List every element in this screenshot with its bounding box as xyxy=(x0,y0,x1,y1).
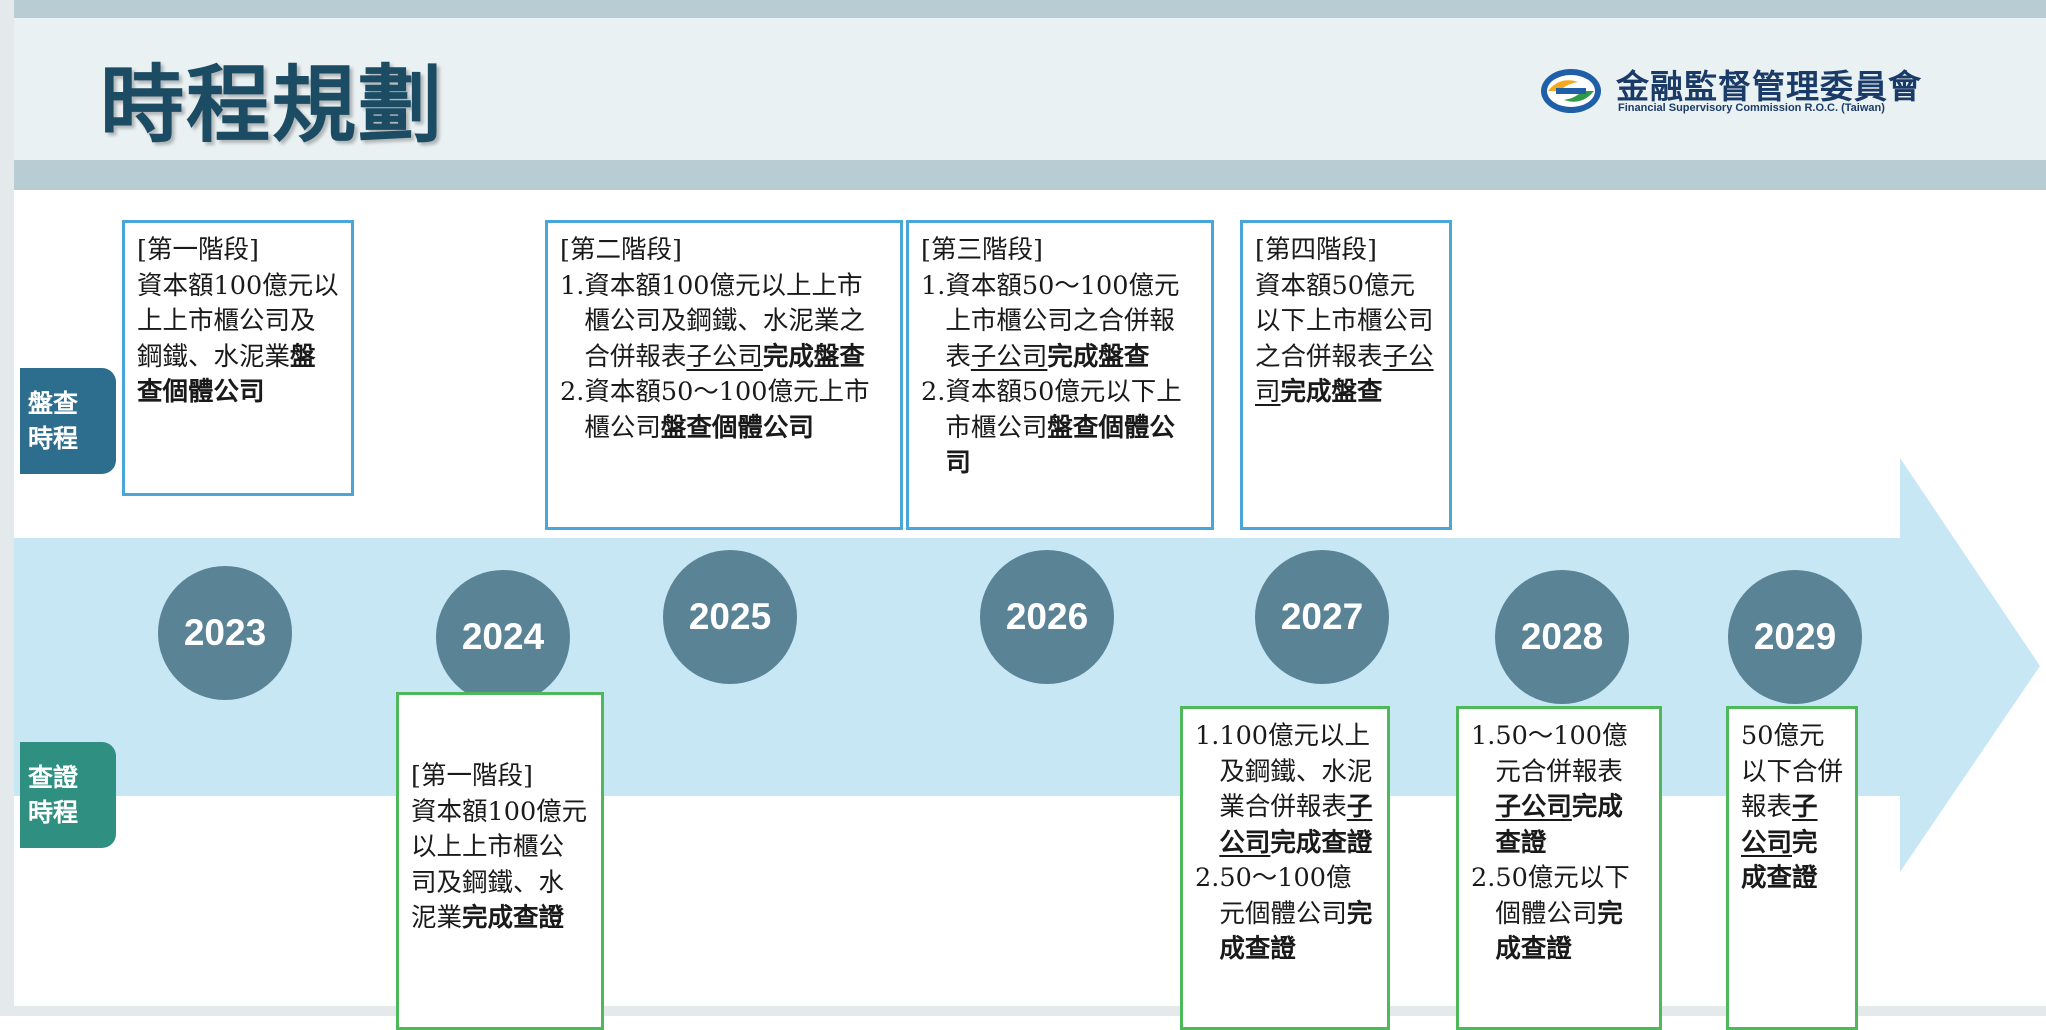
verification-schedule-tab: 查證時程 xyxy=(20,742,116,848)
item-number: 1. xyxy=(1195,721,1220,751)
stage-item: 2. 資本額50～100億元上市櫃公司盤查個體公司 xyxy=(560,375,888,446)
stage-item: 1. 資本額100億元以上上市櫃公司及鋼鐵、水泥業之合併報表子公司完成盤查 xyxy=(560,269,888,376)
verify-2027-box: 1. 100億元以上及鋼鐵、水泥業合併報表子公司完成查證 2. 50～100億元… xyxy=(1180,706,1390,1030)
header-band xyxy=(0,160,2046,190)
stage-item-list: 1. 資本額50～100億元上市櫃公司之合併報表子公司完成盤查 2. 資本額50… xyxy=(921,269,1199,482)
stage-underline-text: 子公司 xyxy=(1741,792,1818,858)
stage-item-list: 1. 100億元以上及鋼鐵、水泥業合併報表子公司完成查證 2. 50～100億元… xyxy=(1195,719,1375,968)
stage-description: 資本額100億元以上上市櫃公司及鋼鐵、水泥業 xyxy=(137,270,339,372)
item-action: 盤查個體公司 xyxy=(945,412,1175,479)
left-edge xyxy=(0,0,14,1016)
year-2027: 2027 xyxy=(1255,550,1389,684)
bottom-strip xyxy=(0,1006,2046,1016)
item-text: 100億元以上及鋼鐵、水泥業合併報表 xyxy=(1219,721,1373,822)
stage-action: 完成查證 xyxy=(1741,827,1818,894)
item-action: 完成盤查 xyxy=(762,341,865,372)
item-underline-text: 子公司 xyxy=(970,341,1048,372)
item-text: 50～100億元合併報表 xyxy=(1495,721,1628,787)
item-action: 完成查證 xyxy=(1495,792,1623,858)
stage-action: 盤查個體公司 xyxy=(137,341,316,408)
audit-schedule-label: 盤查時程 xyxy=(28,389,79,453)
item-action: 完成查證 xyxy=(1270,827,1373,858)
audit-stage-1-box: [第一階段] 資本額100億元以上上市櫃公司及鋼鐵、水泥業盤查個體公司 xyxy=(122,220,354,496)
item-action: 完成查證 xyxy=(1219,898,1373,965)
item-text: 資本額50億元以下上市櫃公司 xyxy=(945,377,1182,443)
year-2023: 2023 xyxy=(158,566,292,700)
audit-schedule-tab: 盤查時程 xyxy=(20,368,116,474)
organization-logo: 金融監督管理委員會 Financial Supervisory Commissi… xyxy=(1538,60,2038,132)
fsc-emblem-icon xyxy=(1541,69,1601,113)
item-text: 50億元以下個體公司 xyxy=(1495,863,1630,929)
stage-item: 1. 100億元以上及鋼鐵、水泥業合併報表子公司完成查證 xyxy=(1195,719,1375,861)
stage-item: 2. 50億元以下個體公司完成查證 xyxy=(1471,861,1647,968)
year-2028: 2028 xyxy=(1495,570,1629,704)
item-underline-text: 子公司 xyxy=(1495,792,1572,822)
item-number: 1. xyxy=(560,270,585,301)
organization-name-zh: 金融監督管理委員會 xyxy=(1616,67,1922,106)
stage-action: 完成盤查 xyxy=(1280,377,1383,407)
organization-name-en: Financial Supervisory Commission R.O.C. … xyxy=(1618,102,1885,114)
item-text: 資本額100億元以上上市櫃公司及鋼鐵、水泥業之合併報表 xyxy=(584,270,865,372)
audit-stage-4-box: [第四階段] 資本額50億元以下上市櫃公司之合併報表子公司完成盤查 xyxy=(1240,220,1452,530)
stage-heading: [第一階段] xyxy=(411,761,533,791)
verify-stage-1-box: [第一階段] 資本額100億元以上上市櫃公司及鋼鐵、水泥業完成查證 xyxy=(396,692,604,1030)
top-strip xyxy=(0,0,2046,18)
item-number: 1. xyxy=(921,270,946,301)
verification-schedule-label: 查證時程 xyxy=(28,763,79,827)
stage-heading: [第一階段] xyxy=(137,235,259,265)
stage-heading: [第四階段] xyxy=(1255,235,1377,265)
item-underline-text: 子公司 xyxy=(686,341,763,372)
stage-item: 1. 50～100億元合併報表子公司完成查證 xyxy=(1471,719,1647,861)
item-number: 2. xyxy=(921,377,946,407)
item-action: 完成查證 xyxy=(1495,898,1623,965)
stage-description: 50億元以下合併報表 xyxy=(1741,721,1844,822)
stage-heading: [第三階段] xyxy=(921,235,1043,265)
year-2025: 2025 xyxy=(663,550,797,684)
header-background xyxy=(0,18,2046,160)
item-action: 完成盤查 xyxy=(1047,341,1150,372)
stage-description: 資本額100億元以上上市櫃公司及鋼鐵、水泥業 xyxy=(411,796,588,934)
verify-2028-box: 1. 50～100億元合併報表子公司完成查證 2. 50億元以下個體公司完成查證 xyxy=(1456,706,1662,1030)
item-number: 2. xyxy=(1195,863,1220,893)
item-text: 資本額50～100億元上市櫃公司之合併報表 xyxy=(945,270,1180,372)
stage-action: 完成查證 xyxy=(462,903,565,933)
item-number: 1. xyxy=(1471,721,1496,751)
stage-description: 資本額50億元以下上市櫃公司之合併報表 xyxy=(1255,270,1434,372)
stage-item: 2. 資本額50億元以下上市櫃公司盤查個體公司 xyxy=(921,375,1199,482)
stage-item: 2. 50～100億元個體公司完成查證 xyxy=(1195,861,1375,968)
item-underline-text: 子公司 xyxy=(1219,792,1373,858)
page-title: 時程規劃 xyxy=(100,56,445,154)
item-number: 2. xyxy=(560,377,585,407)
year-2024: 2024 xyxy=(436,570,570,704)
audit-stage-2-box: [第二階段] 1. 資本額100億元以上上市櫃公司及鋼鐵、水泥業之合併報表子公司… xyxy=(545,220,903,530)
stage-item: 1. 資本額50～100億元上市櫃公司之合併報表子公司完成盤查 xyxy=(921,269,1199,376)
stage-heading: [第二階段] xyxy=(560,235,682,265)
item-number: 2. xyxy=(1471,863,1496,893)
stage-underline-text: 子公司 xyxy=(1255,341,1434,408)
item-text: 資本額50～100億元上市櫃公司 xyxy=(584,377,870,443)
year-2026: 2026 xyxy=(980,550,1114,684)
item-text: 50～100億元個體公司 xyxy=(1219,863,1352,929)
verify-2029-box: 50億元以下合併報表子公司完成查證 xyxy=(1726,706,1858,1030)
audit-stage-3-box: [第三階段] 1. 資本額50～100億元上市櫃公司之合併報表子公司完成盤查 2… xyxy=(906,220,1214,530)
item-action: 盤查個體公司 xyxy=(660,412,814,443)
year-2029: 2029 xyxy=(1728,570,1862,704)
stage-item-list: 1. 50～100億元合併報表子公司完成查證 2. 50億元以下個體公司完成查證 xyxy=(1471,719,1647,968)
stage-item-list: 1. 資本額100億元以上上市櫃公司及鋼鐵、水泥業之合併報表子公司完成盤查 2.… xyxy=(560,269,888,447)
